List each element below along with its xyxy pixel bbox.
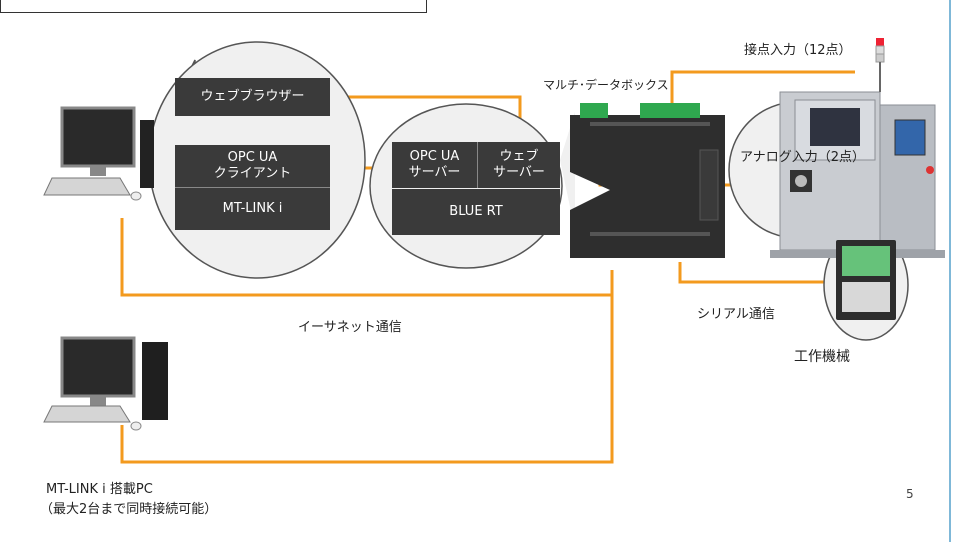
opc-ua-server-box: OPC UA サーバー [392, 142, 478, 188]
desktop-computer-tower-icon [43, 336, 168, 431]
multi-data-box-label: マルチ･データボックス [543, 78, 669, 92]
contact-line [670, 70, 855, 105]
web-browser-label: ウェブブラウザー [200, 89, 305, 104]
ethernet-line-top [120, 218, 614, 297]
mt-link-box: MT-LINK i [175, 188, 330, 230]
opc-ua-client-label: OPC UA クライアント [213, 150, 292, 181]
serial-label: シリアル通信 [697, 307, 775, 322]
top-frame [0, 0, 427, 13]
web-server-label: ウェブ サーバー [493, 149, 545, 180]
cnc-control-panel-icon [836, 240, 896, 320]
desktop-computer-icon [43, 106, 154, 201]
signal-tower-icon [875, 38, 885, 92]
analog-input-label: アナログ入力（2点） [740, 150, 866, 165]
opc-ua-client-box: OPC UA クライアント [175, 145, 330, 188]
serial-line [678, 262, 830, 284]
machine-tool-label: 工作機械 [794, 349, 850, 365]
motor-icon [790, 170, 812, 192]
blue-rt-label: BLUE RT [449, 204, 503, 219]
blue-rt-box: BLUE RT [392, 189, 560, 235]
slide-border [949, 0, 951, 542]
mt-link-label: MT-LINK i [222, 201, 283, 216]
pc-caption-line2: （最大2台まで同時接続可能） [40, 502, 218, 517]
contact-input-label: 接点入力（12点） [744, 43, 852, 58]
multi-data-box-device-icon [570, 103, 725, 258]
opc-ua-server-label: OPC UA サーバー [408, 149, 461, 180]
ethernet-line-bottom [120, 295, 614, 464]
page-number: 5 [906, 487, 914, 501]
ethernet-label: イーサネット通信 [298, 320, 402, 335]
web-browser-box: ウェブブラウザー [175, 78, 330, 116]
web-server-box: ウェブ サーバー [478, 142, 560, 188]
machine-tool-icon [770, 91, 945, 258]
pc-caption-line1: MT-LINK i 搭載PC [46, 482, 153, 497]
